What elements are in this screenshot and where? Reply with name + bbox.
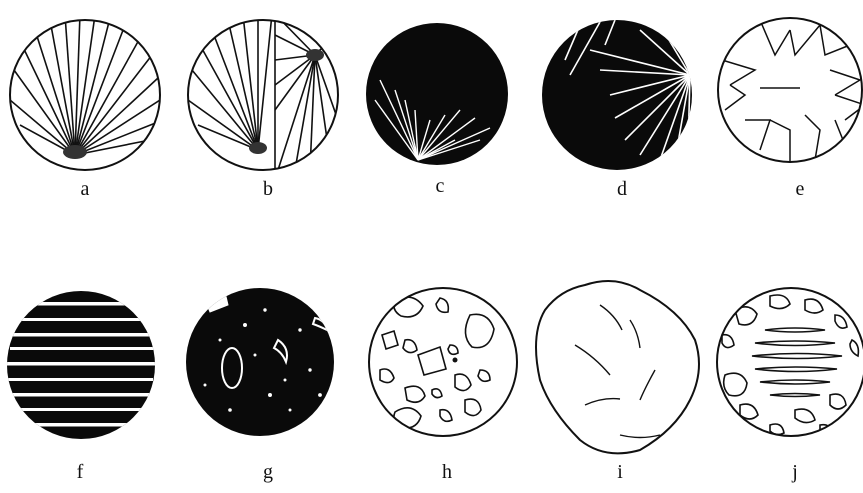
panel-label-f: f (77, 461, 84, 483)
panel-e: e (718, 18, 863, 200)
panel-g: g (186, 288, 334, 483)
panel-label-i: i (617, 461, 623, 483)
panel-label-b: b (263, 178, 273, 200)
panel-label-g: g (263, 461, 273, 483)
panel-a: a (10, 14, 160, 200)
panel-label-e: e (796, 178, 805, 200)
panel-i: i (536, 281, 699, 483)
panel-f: f (5, 291, 158, 483)
panel-label-j: j (791, 461, 798, 483)
panel-label-a: a (81, 178, 90, 200)
panel-b: b (188, 14, 345, 200)
panel-label-c: c (436, 175, 445, 197)
nucleation-dot-icon (306, 49, 324, 61)
panel-label-h: h (442, 461, 452, 483)
panel-h: h (369, 288, 517, 483)
panel-c: c (366, 23, 508, 197)
panel-j: j (717, 288, 863, 483)
panel-label-d: d (617, 178, 627, 200)
nucleation-dot-icon (249, 142, 267, 154)
nucleation-dot-icon (63, 145, 87, 159)
panel-d: d (542, 20, 692, 200)
